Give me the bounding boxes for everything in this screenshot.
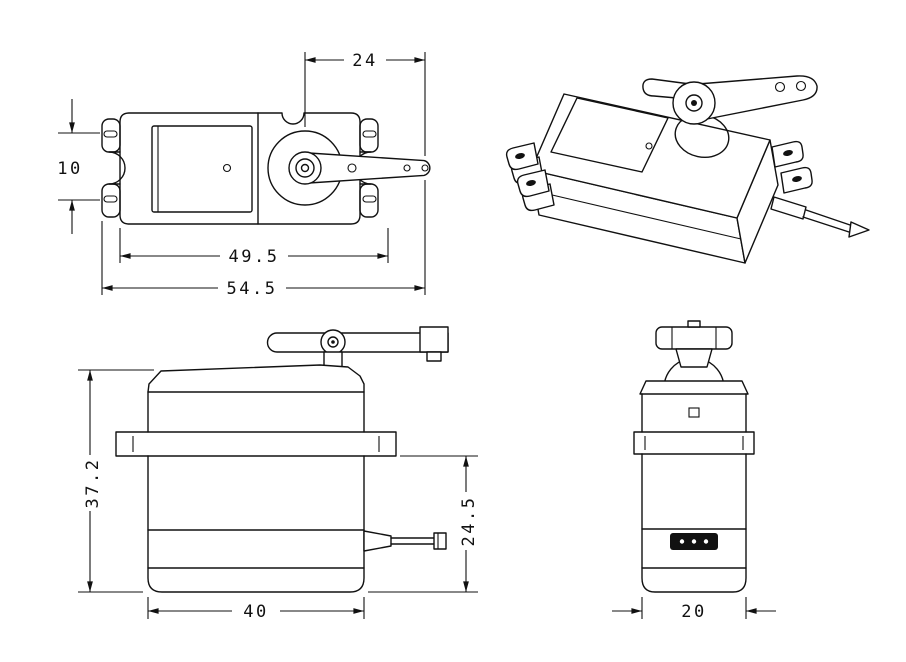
horn-hole: [774, 81, 786, 93]
mount-slot: [103, 195, 118, 203]
cable-strain-relief: [363, 530, 392, 552]
spline-circle: [295, 158, 315, 178]
mount-slot: [515, 153, 525, 159]
dim-label-body-width: 20: [681, 602, 706, 622]
mount-slot: [792, 176, 802, 182]
left-mounting-bracket: [101, 118, 126, 218]
cable-connector: [433, 532, 447, 550]
spline-circle: [327, 336, 339, 348]
bracket-notch: [108, 151, 126, 185]
mounting-flange: [115, 431, 397, 457]
horn-hole: [347, 163, 357, 173]
dim-label-overall-length: 54.5: [227, 279, 278, 299]
horn-hole: [421, 164, 429, 172]
screw-hole: [691, 100, 697, 106]
isometric-view: [505, 75, 870, 264]
label-sticker: [151, 125, 253, 213]
mount-slot: [103, 130, 118, 138]
dim-label-body-length: 40: [243, 602, 268, 622]
case-detail: [688, 407, 700, 418]
horn-arm: [697, 75, 818, 121]
dim-label-mounting-length: 49.5: [229, 247, 280, 267]
dim-label-lower-height: 24.5: [459, 496, 479, 547]
cable-wire: [805, 209, 854, 227]
sticker-dot: [222, 163, 232, 173]
horn-end-foot: [426, 351, 442, 362]
horn-hub: [675, 348, 713, 368]
screw-hole: [331, 340, 335, 344]
top-view: [101, 112, 431, 225]
dim-label-tab-spacing: 10: [57, 159, 82, 179]
body-top-face: [530, 93, 771, 219]
horn-end-block: [419, 326, 449, 353]
label-sticker: [550, 97, 669, 173]
mount-slot: [362, 130, 377, 138]
cable-connector: [848, 221, 870, 238]
horn-hole: [795, 80, 807, 92]
sticker-outline: [151, 125, 253, 213]
connector-pin: [691, 539, 697, 544]
front-view-dimensions: 37.2 24.5 40: [78, 369, 479, 622]
horn-arm: [266, 332, 449, 353]
mount-slot: [526, 180, 536, 186]
case-seam-line: [534, 190, 742, 240]
end-view-dimensions: 20: [612, 597, 776, 622]
top-view-dimensions: 24 10 49.5 54.5: [57, 51, 426, 299]
front-view: [115, 326, 449, 593]
dim-label-overall-height: 37.2: [83, 458, 103, 509]
spline-circle: [685, 94, 703, 112]
cable-wire: [802, 216, 850, 233]
dim-label-horn-span: 24: [352, 51, 377, 71]
bottom-cap: [641, 567, 747, 593]
end-view: [633, 320, 755, 593]
mounting-flange: [633, 431, 755, 455]
screw-hole: [300, 163, 310, 173]
top-cap: [147, 364, 365, 393]
mount-slot: [362, 195, 377, 203]
top-cap: [639, 380, 749, 395]
horn-top-notch: [687, 320, 701, 328]
horn-end-on: [655, 326, 733, 350]
sticker-dot: [645, 142, 653, 150]
connector-pin: [679, 539, 685, 544]
servo-horn-arm: [308, 152, 431, 184]
bottom-cap: [147, 567, 365, 593]
servo-body-outline: [119, 112, 361, 225]
mount-slot: [783, 150, 793, 156]
horn-hole: [403, 164, 411, 172]
horn-hub: [288, 151, 322, 185]
output-gear-and-horn: [267, 130, 431, 206]
connector-pin: [703, 539, 709, 544]
cable-strain-relief: [770, 196, 807, 220]
